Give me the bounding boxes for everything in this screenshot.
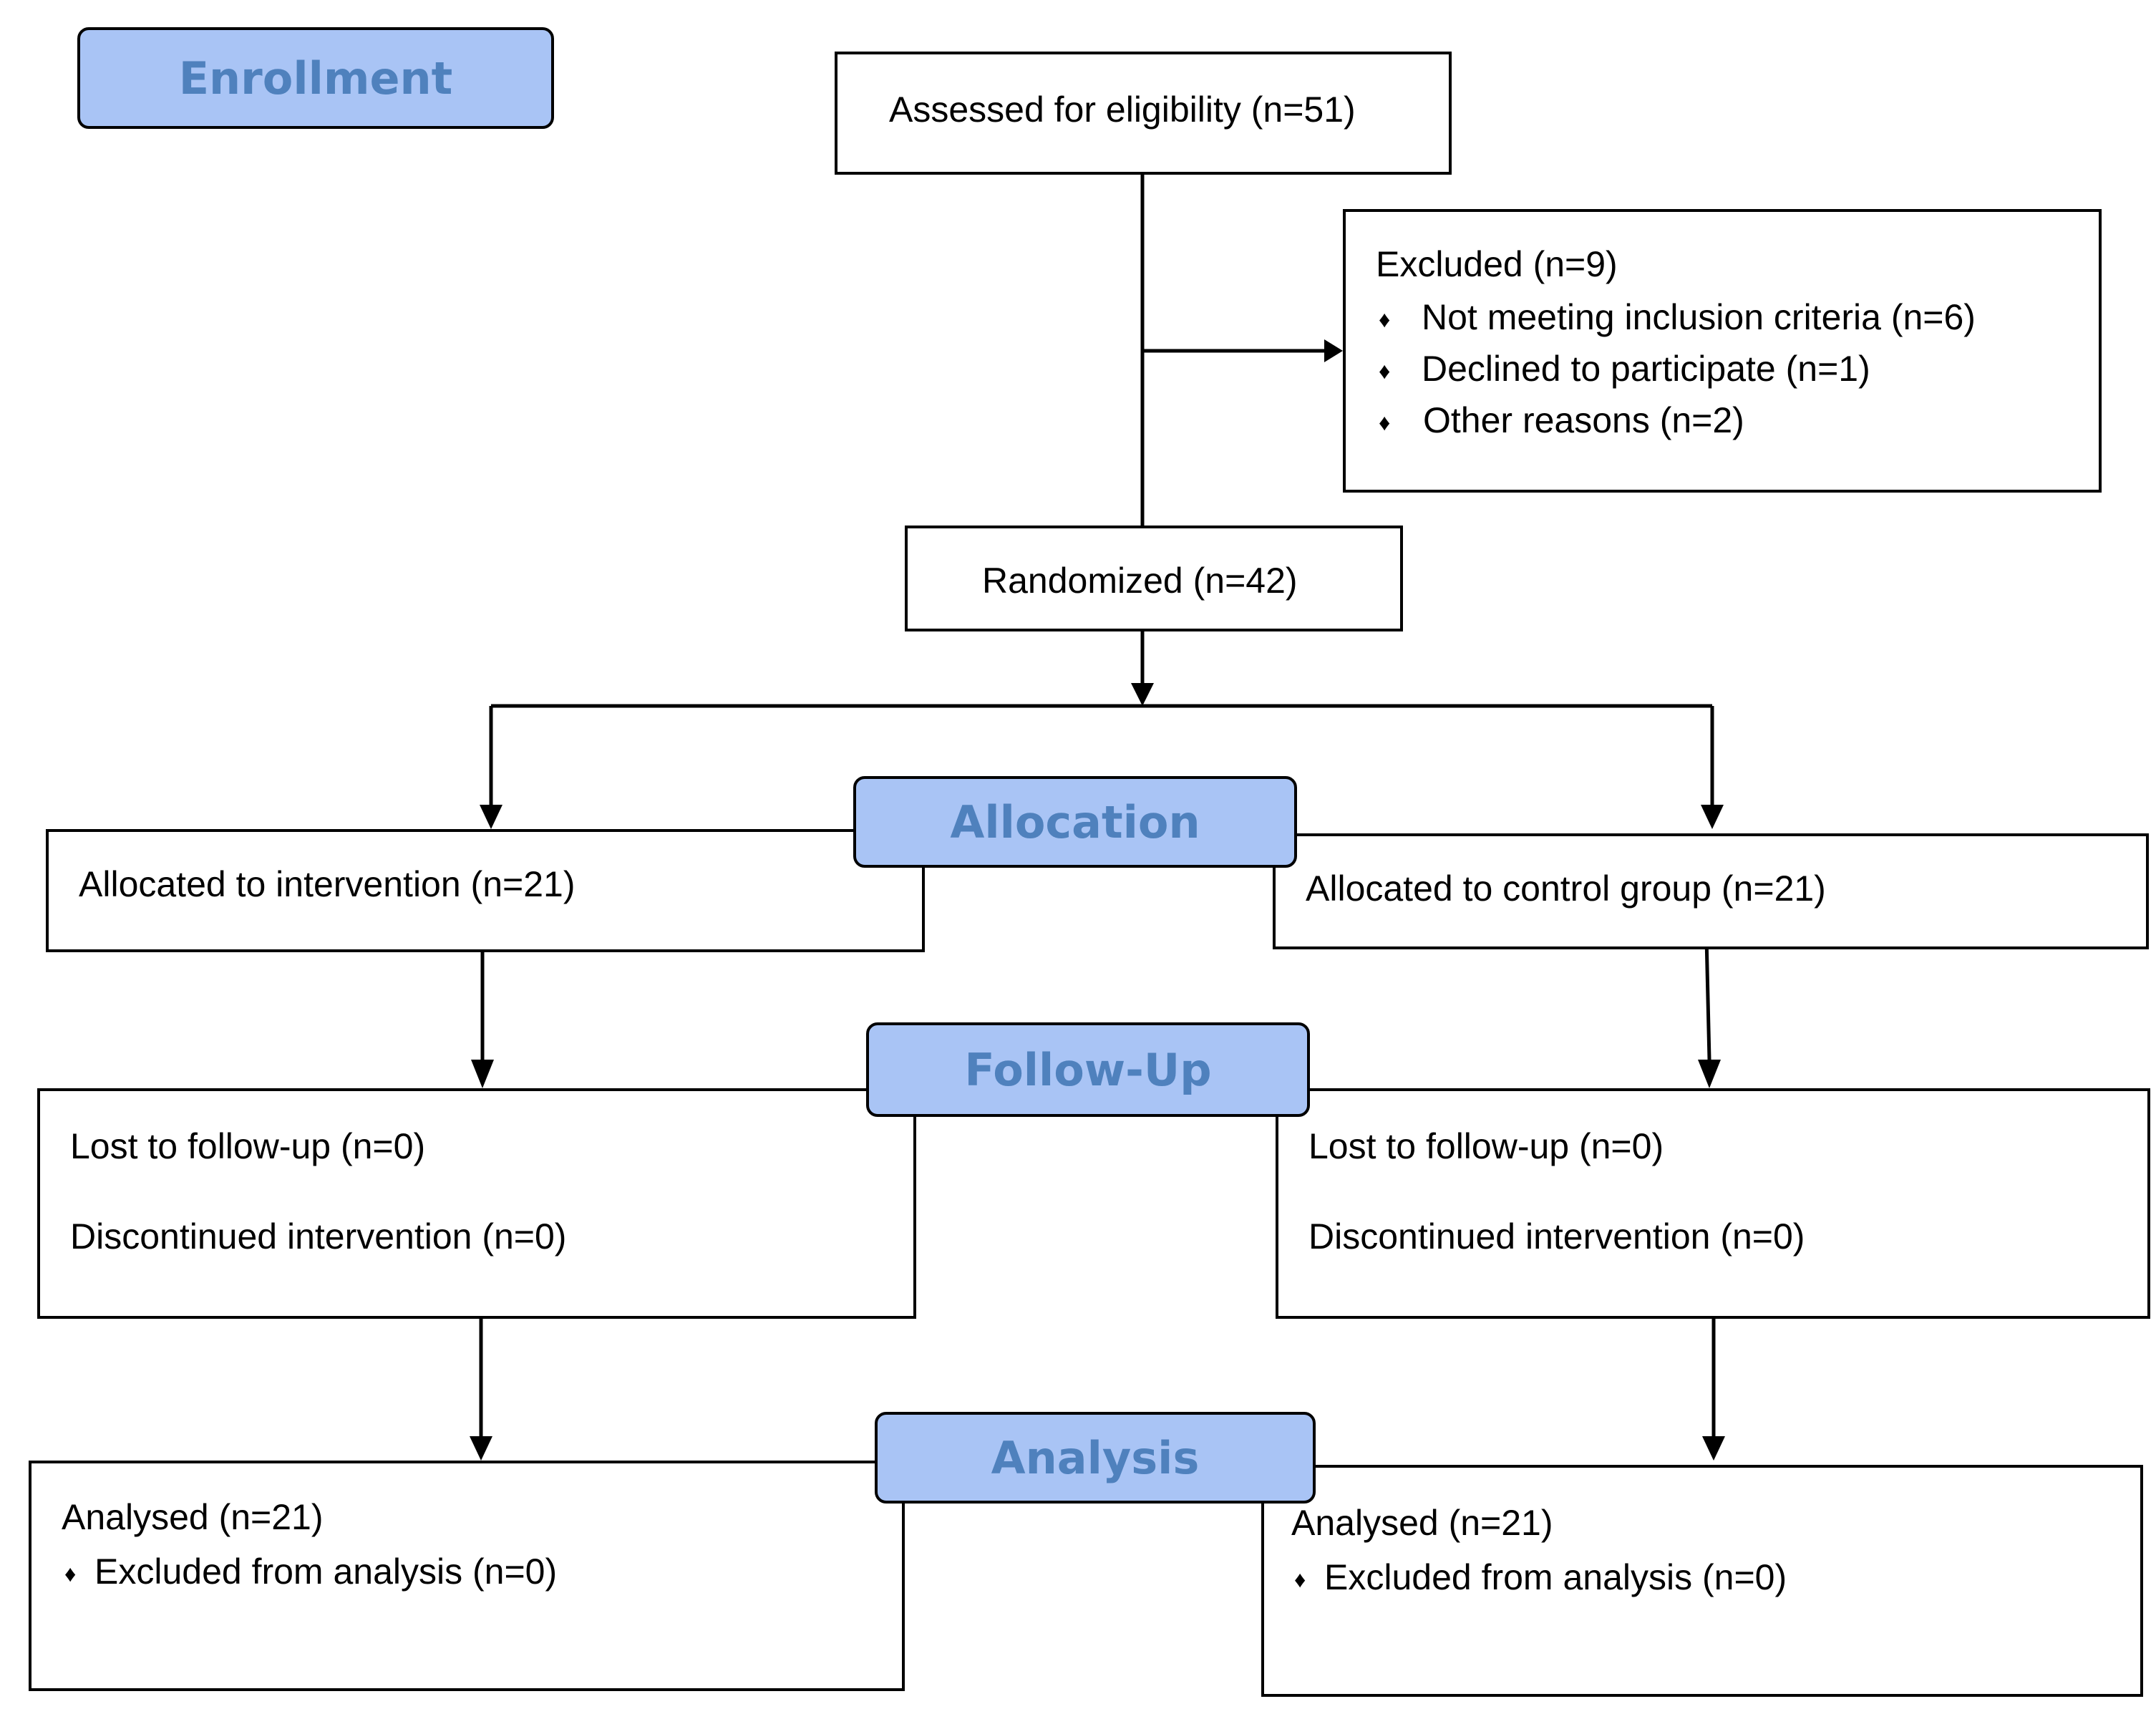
arrowhead-left-alloc-icon <box>480 805 502 829</box>
bullet-icon: ♦ <box>1379 306 1391 332</box>
bullet-icon: ♦ <box>1379 410 1391 435</box>
randomized-box: Randomized (n=42) <box>905 526 1403 631</box>
connector-control-followup <box>1704 937 1711 1060</box>
followup-control-box: Lost to follow-up (n=0) Discontinued int… <box>1276 1088 2150 1319</box>
excluded-item: Other reasons (n=2) <box>1423 400 1744 440</box>
bullet-icon: ♦ <box>1294 1567 1306 1592</box>
excluded-item: Not meeting inclusion criteria (n=6) <box>1422 297 1976 337</box>
arrowhead-right-alloc-icon <box>1701 805 1724 829</box>
stage-allocation: Allocation <box>853 776 1297 868</box>
randomized-label: Randomized (n=42) <box>982 561 1298 601</box>
allocation-control-label: Allocated to control group (n=21) <box>1306 868 1826 909</box>
analysis-intervention-box: Analysed (n=21) ♦ Excluded from analysis… <box>29 1461 905 1691</box>
allocation-intervention-box: Allocated to intervention (n=21) <box>46 829 925 952</box>
stage-enrollment: Enrollment <box>77 27 554 129</box>
arrowhead-right-analysis-icon <box>1702 1436 1725 1461</box>
analysis-control-analysed: Analysed (n=21) <box>1291 1503 1553 1543</box>
excluded-item: Declined to participate (n=1) <box>1422 349 1870 389</box>
followup-intervention-box: Lost to follow-up (n=0) Discontinued int… <box>37 1088 916 1319</box>
analysis-intervention-excluded: Excluded from analysis (n=0) <box>94 1551 558 1592</box>
assessed-label: Assessed for eligibility (n=51) <box>889 89 1356 130</box>
allocation-control-box: Allocated to control group (n=21) <box>1273 833 2149 949</box>
allocation-intervention-label: Allocated to intervention (n=21) <box>79 864 576 904</box>
stage-follow-up-label: Follow-Up <box>964 1043 1212 1096</box>
arrowhead-randomized-icon <box>1131 683 1154 706</box>
stage-analysis-label: Analysis <box>991 1431 1200 1484</box>
stage-allocation-label: Allocation <box>950 795 1200 848</box>
arrowhead-excluded-icon <box>1324 339 1343 362</box>
excluded-title: Excluded (n=9) <box>1376 244 1618 284</box>
followup-control-discontinued: Discontinued intervention (n=0) <box>1308 1216 1805 1257</box>
analysis-control-excluded: Excluded from analysis (n=0) <box>1324 1557 1787 1597</box>
assessed-box: Assessed for eligibility (n=51) <box>835 52 1452 175</box>
arrowhead-right-followup-icon <box>1698 1060 1721 1088</box>
arrowhead-left-analysis-icon <box>470 1436 492 1461</box>
followup-control-lost: Lost to follow-up (n=0) <box>1308 1126 1664 1166</box>
followup-intervention-discontinued: Discontinued intervention (n=0) <box>70 1216 567 1257</box>
arrowhead-left-followup-icon <box>471 1060 494 1088</box>
followup-intervention-lost: Lost to follow-up (n=0) <box>70 1126 426 1166</box>
stage-follow-up: Follow-Up <box>866 1022 1310 1117</box>
analysis-intervention-analysed: Analysed (n=21) <box>62 1497 324 1537</box>
bullet-icon: ♦ <box>64 1561 77 1587</box>
analysis-control-box: Analysed (n=21) ♦ Excluded from analysis… <box>1261 1465 2143 1697</box>
excluded-box: Excluded (n=9) ♦ Not meeting inclusion c… <box>1343 209 2102 493</box>
bullet-icon: ♦ <box>1379 358 1391 384</box>
stage-analysis: Analysis <box>875 1412 1316 1504</box>
stage-enrollment-label: Enrollment <box>178 52 453 105</box>
